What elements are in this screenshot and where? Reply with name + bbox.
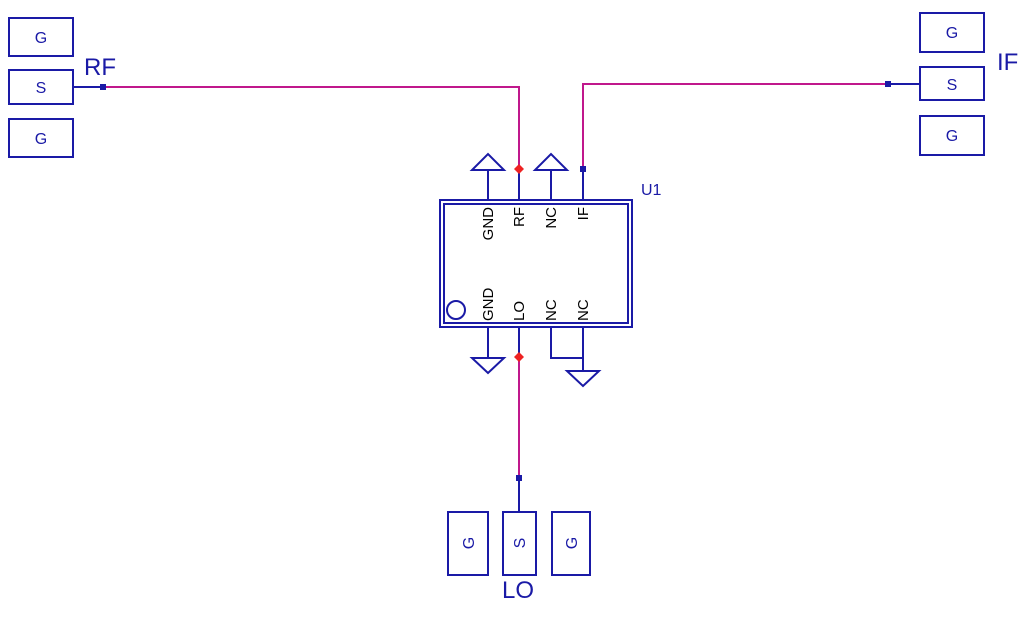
junction-dot-icon[interactable]	[514, 352, 524, 362]
lo-port-right-ground-label: G	[564, 537, 581, 549]
lo-port-node[interactable]	[516, 475, 522, 481]
if-port-node[interactable]	[885, 81, 891, 87]
ground-symbol-icon	[469, 357, 507, 375]
rf-port-node[interactable]	[100, 84, 106, 90]
if-port[interactable]: G S G	[885, 12, 985, 156]
rf-wire[interactable]	[106, 86, 520, 168]
rf-net-label: RF	[84, 54, 116, 81]
rf-port[interactable]: G S G	[8, 17, 106, 158]
junction-dot-icon[interactable]	[514, 164, 524, 174]
if-net-label: IF	[997, 49, 1018, 76]
rf-port-signal-box[interactable]	[8, 69, 74, 105]
rf-port-signal-label: S	[36, 80, 47, 97]
rf-port-top-ground-label: G	[35, 30, 47, 47]
pin1-marker-icon	[446, 300, 466, 320]
component-outline	[439, 199, 633, 328]
mixer-component-u1[interactable]: GND RF NC IF GND LO NC NC	[439, 170, 633, 371]
ground-symbol-icon	[564, 370, 602, 388]
if-port-top-ground-box[interactable]	[919, 12, 985, 53]
pin-label-bottom-1: GND	[480, 288, 497, 322]
pin-label-top-1: GND	[480, 207, 497, 241]
lo-port[interactable]: G S G	[447, 475, 591, 576]
component-inner-outline	[443, 203, 629, 324]
rf-port-top-ground-box[interactable]	[8, 17, 74, 57]
pin-nc-bottom-lead-a	[550, 327, 584, 371]
if-port-bottom-ground-label: G	[946, 128, 958, 145]
pin-label-bottom-4: NC	[575, 299, 592, 321]
lo-net-label: LO	[502, 577, 534, 604]
lo-port-left-ground-box[interactable]	[447, 511, 489, 576]
pin-label-bottom-2: LO	[511, 301, 528, 321]
pin-label-top-3: NC	[543, 207, 560, 229]
lo-port-signal-label: S	[512, 538, 529, 549]
ground-symbol-icon	[532, 152, 570, 171]
lo-port-signal-box[interactable]	[502, 511, 537, 576]
pin-label-top-2: RF	[511, 207, 528, 227]
component-ref-label: U1	[641, 182, 662, 199]
if-port-signal-label: S	[947, 77, 958, 94]
ground-symbol-icon	[469, 152, 507, 171]
if-port-bottom-ground-box[interactable]	[919, 115, 985, 156]
rf-port-bottom-ground-box[interactable]	[8, 118, 74, 158]
if-wire[interactable]	[582, 83, 885, 166]
lo-port-left-ground-label: G	[461, 537, 478, 549]
if-port-top-ground-label: G	[946, 25, 958, 42]
pin-label-bottom-3: NC	[543, 299, 560, 321]
if-pin-node[interactable]	[580, 166, 586, 172]
pin-label-top-4: IF	[575, 207, 592, 220]
lo-port-right-ground-box[interactable]	[551, 511, 591, 576]
rf-port-bottom-ground-label: G	[35, 131, 47, 148]
